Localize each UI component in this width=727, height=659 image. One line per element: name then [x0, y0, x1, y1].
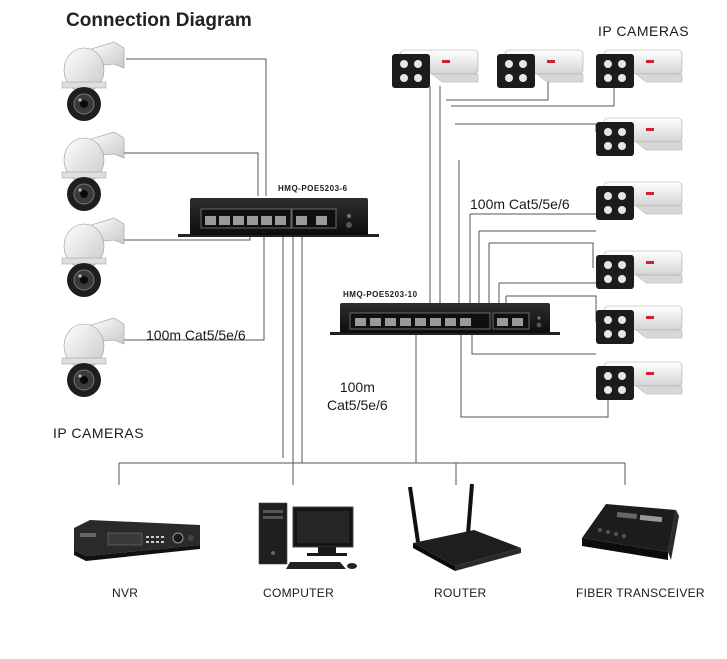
- switch-large: [330, 303, 560, 335]
- switch-port: [275, 216, 286, 225]
- fiber-transceiver-device: [582, 504, 679, 560]
- diagram-title: Connection Diagram: [66, 10, 252, 31]
- switch-port: [445, 318, 456, 326]
- router-device: [408, 483, 521, 571]
- device-label-computer: COMPUTER: [263, 586, 335, 600]
- switch-large-label: HMQ-POE5203-10: [343, 290, 418, 299]
- cable-label-center: 100m Cat5/5e/6: [327, 378, 388, 414]
- device-label-fiber-transceiver: FIBER TRANSCEIVER: [576, 586, 705, 600]
- switch-port: [205, 216, 216, 225]
- bullet-camera: [392, 49, 479, 88]
- dome-camera: [61, 131, 125, 211]
- device-label-nvr: NVR: [112, 586, 139, 600]
- dome-camera: [61, 41, 125, 121]
- switch-small-label: HMQ-POE5203-6: [278, 184, 348, 193]
- cameras-right-label: IP CAMERAS: [598, 23, 690, 39]
- cable-label-center-line1: 100m: [339, 379, 375, 395]
- nvr-device: [74, 520, 200, 561]
- switch-small: [178, 198, 379, 237]
- switch-port: [247, 216, 258, 225]
- switch-port: [415, 318, 426, 326]
- bullet-camera: [497, 49, 584, 88]
- cable-label-right: 100m Cat5/5e/6: [470, 196, 570, 212]
- cable-label-center-line2: Cat5/5e/6: [327, 397, 388, 413]
- computer-device: [258, 502, 357, 569]
- switch-port: [296, 216, 307, 225]
- switch-port: [370, 318, 381, 326]
- cable-label-left: 100m Cat5/5e/6: [146, 327, 246, 343]
- switch-port: [355, 318, 366, 326]
- switch-port: [261, 216, 272, 225]
- switch-port: [430, 318, 441, 326]
- switch-port: [400, 318, 411, 326]
- ip-cameras-left: [61, 41, 125, 397]
- switch-port: [219, 216, 230, 225]
- bullet-camera: [596, 117, 683, 156]
- dome-camera: [61, 317, 125, 397]
- cameras-left-label: IP CAMERAS: [53, 425, 145, 441]
- switch-port: [497, 318, 508, 326]
- dome-camera: [61, 217, 125, 297]
- switch-port: [316, 216, 327, 225]
- bullet-camera: [596, 305, 683, 344]
- bullet-camera: [596, 361, 683, 400]
- switch-port: [233, 216, 244, 225]
- cable-lines: [108, 58, 626, 485]
- bullet-camera: [596, 250, 683, 289]
- device-label-router: ROUTER: [434, 586, 487, 600]
- ip-cameras-right: [392, 49, 683, 400]
- switch-port: [385, 318, 396, 326]
- switch-port: [460, 318, 471, 326]
- bullet-camera: [596, 181, 683, 220]
- bullet-camera: [596, 49, 683, 88]
- switch-port: [512, 318, 523, 326]
